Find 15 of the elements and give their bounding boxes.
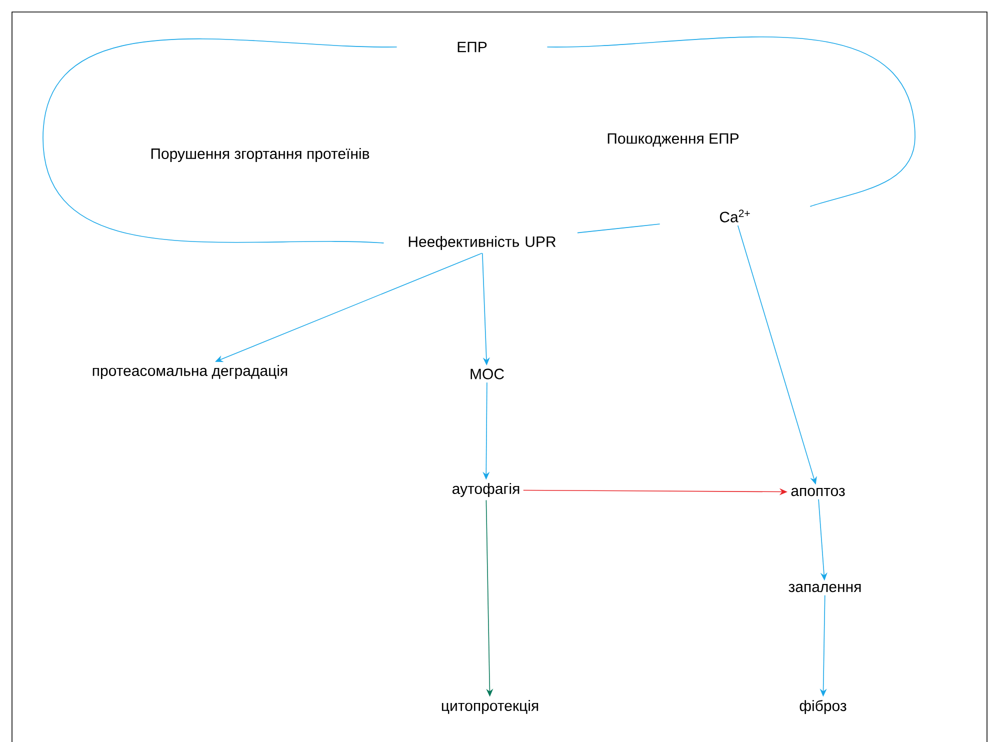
node-text: запалення [788,584,861,592]
node-text: Неефективність UPR [408,236,556,250]
node-text: протеасомальна деградація [92,365,288,379]
connector-line [42,38,398,244]
label-text: Пошкодження ЕПР [608,133,739,147]
node-text: ЕПР [458,42,487,52]
connector-line [577,224,660,234]
node-text: аутофагія [452,483,520,497]
connector-line [546,36,916,207]
node-text: цитопротекція [442,700,538,714]
node-text: фіброз [800,700,846,714]
node-text: Ca$^{2+}$ [720,210,750,222]
label-text: Порушення згортання протеїнів [151,148,370,162]
node-text: апоптоз [791,488,845,496]
node-text: МОС [470,368,504,380]
